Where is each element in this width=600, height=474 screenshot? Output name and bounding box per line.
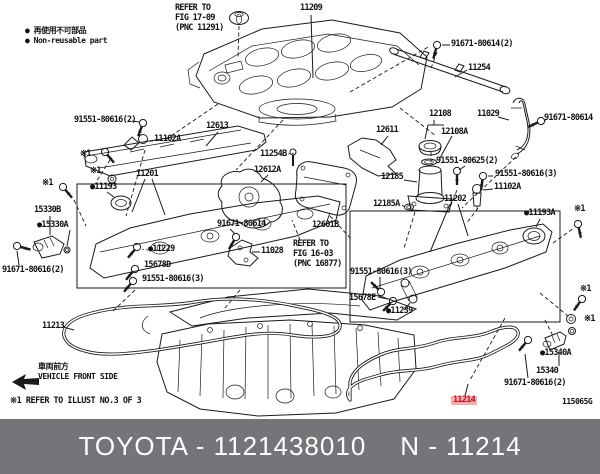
part-label-12185[interactable]: 12185 [381, 172, 404, 182]
ref-mark-1: ※1 [90, 166, 102, 176]
footer-part-number: TOYOTA - 1121438010 [78, 431, 367, 461]
part-label-11239[interactable]: ●11239 [386, 306, 413, 316]
part-label-12612a[interactable]: 12612A [254, 165, 281, 175]
bolts-art [56, 39, 589, 324]
part-label-11202[interactable]: 11202 [444, 194, 467, 204]
part-label-15678d[interactable]: 15678D [144, 260, 171, 270]
part-label-12108a[interactable]: 12108A [441, 127, 468, 137]
dashed-lines [73, 25, 575, 381]
left-valve-cover-art [76, 178, 347, 296]
diagram-art [11, 11, 589, 417]
part-label-11213[interactable]: 11213 [42, 321, 65, 331]
right-valve-cover-art [349, 203, 561, 323]
front-direction-arrow-icon [12, 374, 39, 390]
part-label-11102a[interactable]: 11102A [494, 182, 521, 192]
part-label-12185a[interactable]: 12185A [373, 199, 400, 209]
ref-mark-1: ※1 [80, 149, 92, 159]
part-label-91551806252[interactable]: 91551-80625(2) [436, 156, 499, 166]
gasket-11214-art [346, 325, 520, 402]
part-label-91671806162[interactable]: 91671-80616(2) [2, 265, 65, 275]
ref-mark-1: ※1 [574, 204, 586, 214]
footer-bar: TOYOTA - 1121438010 N - 11214 [0, 419, 600, 474]
vehicle-front-en: VEHICLE FRONT SIDE [38, 372, 118, 382]
part-label-11254b[interactable]: 11254B [260, 149, 287, 159]
part-label-11254[interactable]: 11254 [468, 63, 491, 73]
part-label-11209[interactable]: 11209 [300, 3, 323, 13]
part-label-91551806162[interactable]: 91551-80616(2) [74, 115, 137, 125]
part-label-15678e[interactable]: 15678E [349, 293, 376, 303]
sensors-art [11, 216, 576, 379]
vehicle-front-jp: 車両前方 [38, 362, 69, 371]
part-label-11201[interactable]: 11201 [136, 169, 159, 179]
illust-reference-note: ※1 REFER TO ILLUST NO.3 OF 3 [10, 396, 142, 406]
refer-note-fig16-03[interactable]: REFER TO FIG 16-03 (PNC 16877) [293, 239, 342, 270]
part-label-9167180614[interactable]: 91671-80614 [217, 219, 266, 229]
part-label-15330a[interactable]: ●15330A [37, 220, 69, 230]
legend-en: ● Non-reusable part [25, 36, 108, 45]
diagram-code: 115065G [562, 397, 593, 406]
part-label-91551806163[interactable]: 91551-80616(3) [495, 169, 558, 179]
ref-mark-1: ※1 [580, 284, 592, 294]
part-label-11214[interactable]: 11214 [451, 395, 478, 405]
ref-mark-1: ※1 [42, 178, 54, 188]
refer-note-fig17-09[interactable]: REFER TO FIG 17-09 (PNC 11291) [175, 3, 224, 34]
part-label-12613[interactable]: 12613 [206, 121, 229, 131]
part-label-12611[interactable]: 12611 [376, 125, 399, 135]
intake-parts-art [83, 47, 531, 267]
part-label-15340a[interactable]: ●15340A [540, 348, 572, 358]
legend-jp: ● 再使用不可部品 [25, 26, 87, 35]
engine-block-art [141, 288, 418, 417]
part-label-12601b[interactable]: 12601B [312, 220, 339, 230]
part-label-11193[interactable]: ●11193 [90, 182, 117, 192]
part-label-11229[interactable]: ●11229 [148, 244, 175, 254]
part-label-91551806163[interactable]: 91551-80616(3) [142, 274, 205, 284]
footer-pnc: N - 11214 [400, 431, 522, 461]
part-label-11102a[interactable]: 11102A [154, 134, 181, 144]
gasket-11213-art [62, 297, 342, 356]
part-label-11028[interactable]: 11028 [261, 246, 284, 256]
vehicle-front-note: 車両前方 VEHICLE FRONT SIDE [38, 362, 118, 383]
part-label-15340[interactable]: 15340 [536, 366, 559, 376]
part-label-91551806163[interactable]: 91551-80616(3) [350, 267, 413, 277]
ref-mark-1: ※1 [584, 314, 596, 324]
part-label-9167180614[interactable]: 91671-80614 [544, 113, 593, 123]
part-label-12108[interactable]: 12108 [429, 109, 452, 119]
part-label-11193a[interactable]: ●11193A [524, 208, 556, 218]
non-reusable-legend: ● 再使用不可部品 ● Non-reusable part [25, 26, 108, 46]
part-label-15330b[interactable]: 15330B [34, 205, 61, 215]
part-label-11029[interactable]: 11029 [477, 109, 500, 119]
part-label-91671806142[interactable]: 91671-80614(2) [451, 39, 514, 49]
part-label-91671806162[interactable]: 91671-80616(2) [504, 378, 567, 388]
